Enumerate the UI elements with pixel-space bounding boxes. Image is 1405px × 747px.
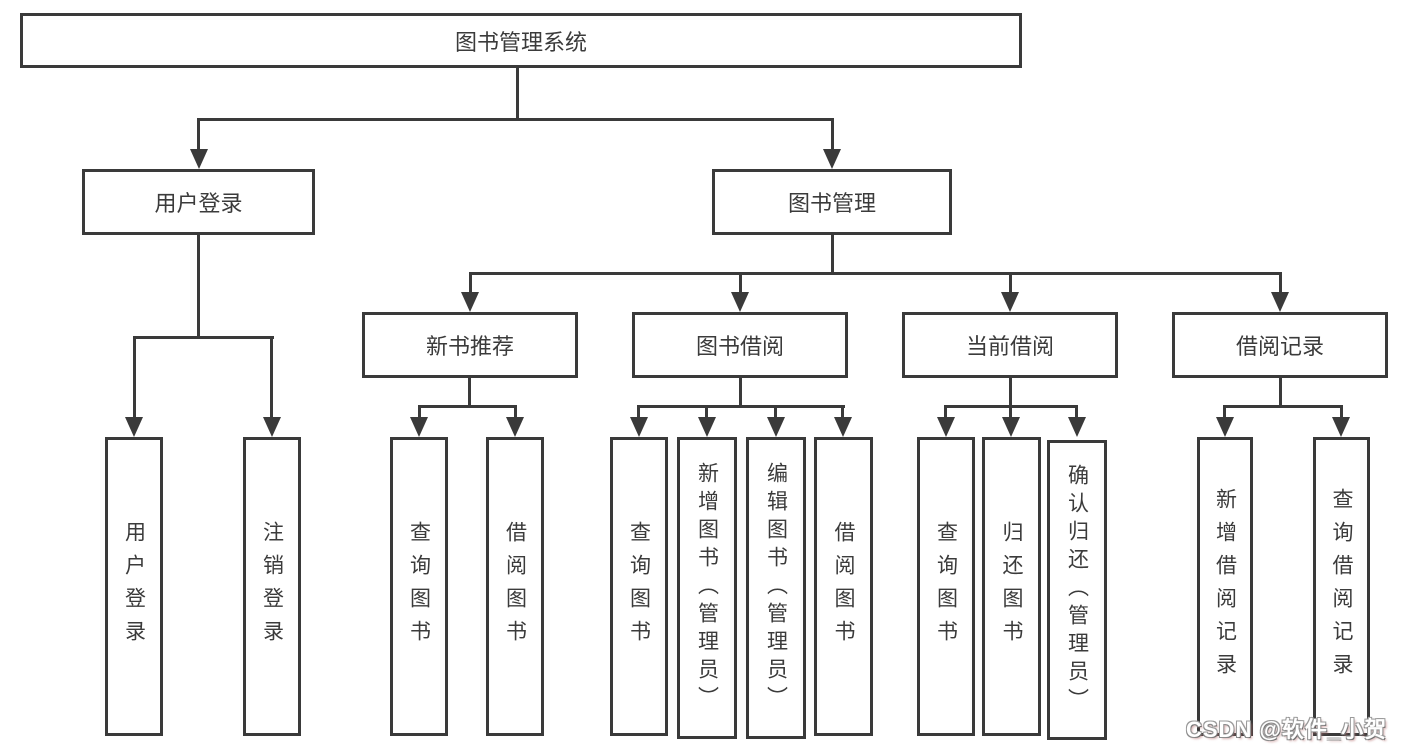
connector-book-borrow-hline: [638, 405, 845, 408]
arrowhead-user-login: [190, 149, 208, 169]
arrowhead-book-borrow: [731, 292, 749, 312]
arrowhead-leaf: [1068, 417, 1086, 437]
connector-stem-leaf: [133, 336, 136, 420]
leaf-user-login: 用户登录: [105, 437, 163, 736]
connector-new-book-stem: [468, 378, 471, 407]
arrowhead-leaf: [1002, 417, 1020, 437]
connector-stem-leaf: [1075, 405, 1078, 421]
node-borrow-record-label: 借阅记录: [1235, 334, 1324, 359]
leaf-return-book: 归还图书: [982, 437, 1041, 736]
arrowhead-leaf: [1216, 417, 1234, 437]
leaf-borrow-book: 借阅图书: [814, 437, 873, 736]
node-root-label: 图书管理系统: [454, 29, 587, 55]
connector-stem-current-borrow: [1009, 272, 1012, 294]
connector-stem-borrow-record: [1279, 272, 1282, 294]
arrowhead-leaf: [1332, 417, 1350, 437]
node-current-borrow: 当前借阅: [902, 312, 1118, 378]
leaf-confirm-return-admin: 确认归还（管理员）: [1047, 440, 1107, 740]
leaf-query-book: 查询图书: [390, 437, 448, 736]
node-user-login: 用户登录: [82, 169, 315, 235]
connector-stem-leaf: [774, 405, 777, 421]
node-new-book: 新书推荐: [362, 312, 578, 378]
arrowhead-leaf: [125, 417, 143, 437]
csdn-watermark: CSDN @软件_小贺同学: [1186, 717, 1388, 742]
connector-stem-leaf: [1223, 405, 1226, 421]
arrowhead-leaf: [767, 417, 785, 437]
connector-stem-book-mgmt: [831, 118, 834, 152]
connector-stem-leaf: [944, 405, 947, 421]
leaf-query-borrow-record: 查询借阅记录: [1313, 437, 1370, 736]
connector-stem-leaf: [637, 405, 640, 421]
leaf-label: 查询借阅记录: [1330, 487, 1354, 686]
connector-stem-leaf: [841, 405, 844, 421]
leaf-query-book: 查询图书: [610, 437, 668, 736]
leaf-label: 新增图书（管理员）: [695, 462, 719, 714]
node-borrow-record: 借阅记录: [1172, 312, 1388, 378]
leaf-label: 注销登录: [260, 520, 284, 653]
node-book-mgmt-label: 图书管理: [787, 191, 876, 216]
node-new-book-label: 新书推荐: [425, 334, 514, 359]
arrowhead-leaf: [834, 417, 852, 437]
arrowhead-current-borrow: [1001, 292, 1019, 312]
leaf-query-book: 查询图书: [917, 437, 975, 736]
leaf-add-book-admin: 新增图书（管理员）: [677, 437, 737, 739]
leaf-logout: 注销登录: [243, 437, 301, 736]
leaf-label: 新增借阅记录: [1213, 487, 1237, 686]
leaf-label: 查询图书: [934, 520, 958, 653]
connector-root-hline: [197, 118, 834, 121]
leaf-label: 归还图书: [1000, 520, 1024, 653]
connector-book-borrow-stem: [739, 378, 742, 407]
connector-stem-leaf: [418, 405, 421, 421]
arrowhead-leaf: [410, 417, 428, 437]
arrowhead-new-book: [461, 292, 479, 312]
arrowhead-borrow-record: [1271, 292, 1289, 312]
leaf-label: 确认归还（管理员）: [1065, 464, 1089, 716]
connector-stem-leaf: [1340, 405, 1343, 421]
node-user-login-label: 用户登录: [154, 191, 243, 216]
connector-borrow-record-stem: [1279, 378, 1282, 407]
connector-stem-leaf: [1009, 405, 1012, 421]
leaf-label: 用户登录: [122, 520, 146, 653]
leaf-label: 查询图书: [627, 520, 651, 653]
leaf-label: 借阅图书: [832, 520, 856, 653]
node-root: 图书管理系统: [20, 13, 1022, 68]
connector-stem-leaf: [514, 405, 517, 421]
arrowhead-leaf: [698, 417, 716, 437]
connector-stem-new-book: [469, 272, 472, 294]
connector-root-stem: [516, 68, 519, 119]
leaf-label: 查询图书: [407, 520, 431, 653]
node-book-borrow-label: 图书借阅: [695, 334, 784, 359]
leaf-borrow-book: 借阅图书: [486, 437, 544, 736]
node-current-borrow-label: 当前借阅: [965, 334, 1054, 359]
connector-stem-leaf: [705, 405, 708, 421]
connector-stem-book-borrow: [739, 272, 742, 294]
connector-current-borrow-stem: [1009, 378, 1012, 407]
arrowhead-leaf: [937, 417, 955, 437]
arrowhead-book-mgmt: [823, 149, 841, 169]
connector-stem-leaf: [270, 336, 273, 420]
arrowhead-leaf: [263, 417, 281, 437]
arrowhead-leaf: [630, 417, 648, 437]
leaf-add-borrow-record: 新增借阅记录: [1197, 437, 1253, 736]
connector-user-login-hline: [133, 336, 274, 339]
leaf-label: 编辑图书（管理员）: [764, 462, 788, 714]
node-book-mgmt: 图书管理: [712, 169, 952, 235]
connector-user-login-stem: [197, 235, 200, 338]
node-book-borrow: 图书借阅: [632, 312, 848, 378]
connector-book-mgmt-stem: [831, 235, 834, 274]
connector-new-book-hline: [418, 405, 517, 408]
arrowhead-leaf: [506, 417, 524, 437]
connector-stem-user-login: [197, 118, 200, 152]
leaf-label: 借阅图书: [503, 520, 527, 653]
leaf-edit-book-admin: 编辑图书（管理员）: [746, 437, 806, 739]
connector-book-mgmt-hline: [469, 272, 1282, 275]
connector-borrow-record-hline: [1224, 405, 1343, 408]
